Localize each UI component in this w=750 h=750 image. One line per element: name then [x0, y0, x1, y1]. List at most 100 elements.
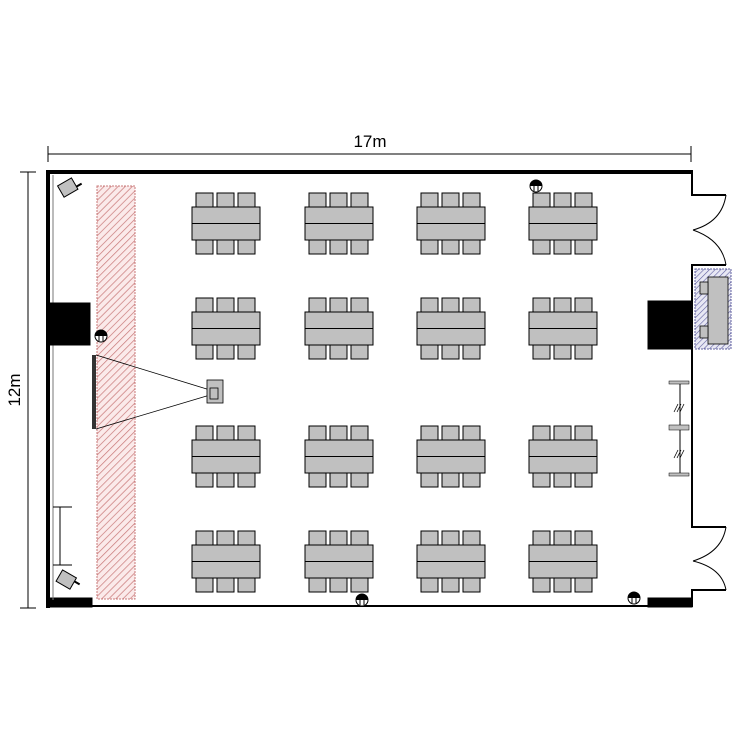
chair — [195, 192, 214, 208]
chair — [308, 297, 327, 313]
camera-icon — [56, 177, 83, 198]
chair — [532, 239, 551, 255]
chair — [308, 472, 327, 488]
table-group — [528, 530, 598, 593]
chair — [574, 425, 593, 441]
chair — [216, 344, 235, 360]
chair — [553, 297, 572, 313]
chair — [329, 297, 348, 313]
power-outlet-icon — [627, 591, 641, 605]
chair — [237, 577, 256, 593]
chair — [532, 192, 551, 208]
table-group — [416, 297, 486, 360]
chair — [553, 425, 572, 441]
chair — [195, 425, 214, 441]
chair — [420, 297, 439, 313]
chair — [237, 472, 256, 488]
table-group — [191, 192, 261, 255]
chair — [216, 425, 235, 441]
table-group — [416, 530, 486, 593]
chair — [308, 239, 327, 255]
chair — [574, 577, 593, 593]
chair — [329, 577, 348, 593]
table-group — [191, 297, 261, 360]
chair — [441, 472, 460, 488]
seating-area — [191, 192, 598, 593]
coat-rack — [668, 380, 690, 477]
chair — [574, 530, 593, 546]
table-group — [528, 297, 598, 360]
chair — [329, 425, 348, 441]
chair — [441, 344, 460, 360]
chair — [329, 239, 348, 255]
chair — [441, 297, 460, 313]
chair — [462, 472, 481, 488]
table-group — [304, 297, 374, 360]
chair — [574, 297, 593, 313]
chair — [216, 472, 235, 488]
chair — [329, 192, 348, 208]
chair — [308, 577, 327, 593]
chair — [553, 344, 572, 360]
chair — [532, 472, 551, 488]
chair — [441, 577, 460, 593]
table-group — [528, 425, 598, 488]
door-top-right[interactable] — [692, 194, 727, 266]
table-group — [304, 192, 374, 255]
chair — [532, 297, 551, 313]
chair — [195, 577, 214, 593]
side-shelf — [53, 506, 72, 566]
chair — [216, 577, 235, 593]
chair — [462, 577, 481, 593]
chair — [350, 472, 369, 488]
chair — [350, 344, 369, 360]
chair — [441, 425, 460, 441]
chair — [350, 425, 369, 441]
chair — [462, 530, 481, 546]
table-group — [416, 425, 486, 488]
table-group — [191, 530, 261, 593]
chair — [532, 577, 551, 593]
chair — [574, 344, 593, 360]
hanger-icon — [673, 449, 685, 459]
chair — [195, 530, 214, 546]
chair — [462, 297, 481, 313]
chair — [420, 344, 439, 360]
power-outlet-icon — [94, 329, 108, 343]
walls — [46, 170, 726, 608]
chair — [420, 577, 439, 593]
chair — [350, 297, 369, 313]
table-group — [416, 192, 486, 255]
chair — [574, 472, 593, 488]
width-label: 17m — [353, 132, 386, 151]
reception-desk — [694, 268, 732, 350]
chair — [420, 239, 439, 255]
chair — [574, 192, 593, 208]
chair — [308, 425, 327, 441]
chair — [350, 192, 369, 208]
chair — [420, 472, 439, 488]
door-bottom-right[interactable] — [692, 526, 727, 591]
chair — [420, 530, 439, 546]
chair — [553, 530, 572, 546]
table-group — [528, 192, 598, 255]
chair — [574, 239, 593, 255]
stage-area — [96, 185, 136, 600]
height-label: 12m — [5, 373, 24, 406]
projector-icon — [206, 379, 224, 404]
chair — [441, 192, 460, 208]
chair — [195, 239, 214, 255]
chair — [195, 297, 214, 313]
chair — [462, 192, 481, 208]
chair — [532, 425, 551, 441]
hanger-icon — [673, 403, 685, 413]
chair — [553, 192, 572, 208]
chair — [329, 472, 348, 488]
chair — [237, 344, 256, 360]
chair — [441, 530, 460, 546]
camera-icon — [55, 569, 81, 590]
chair — [237, 192, 256, 208]
chair — [532, 344, 551, 360]
chair — [195, 472, 214, 488]
height-dimension: 12m — [5, 171, 36, 609]
